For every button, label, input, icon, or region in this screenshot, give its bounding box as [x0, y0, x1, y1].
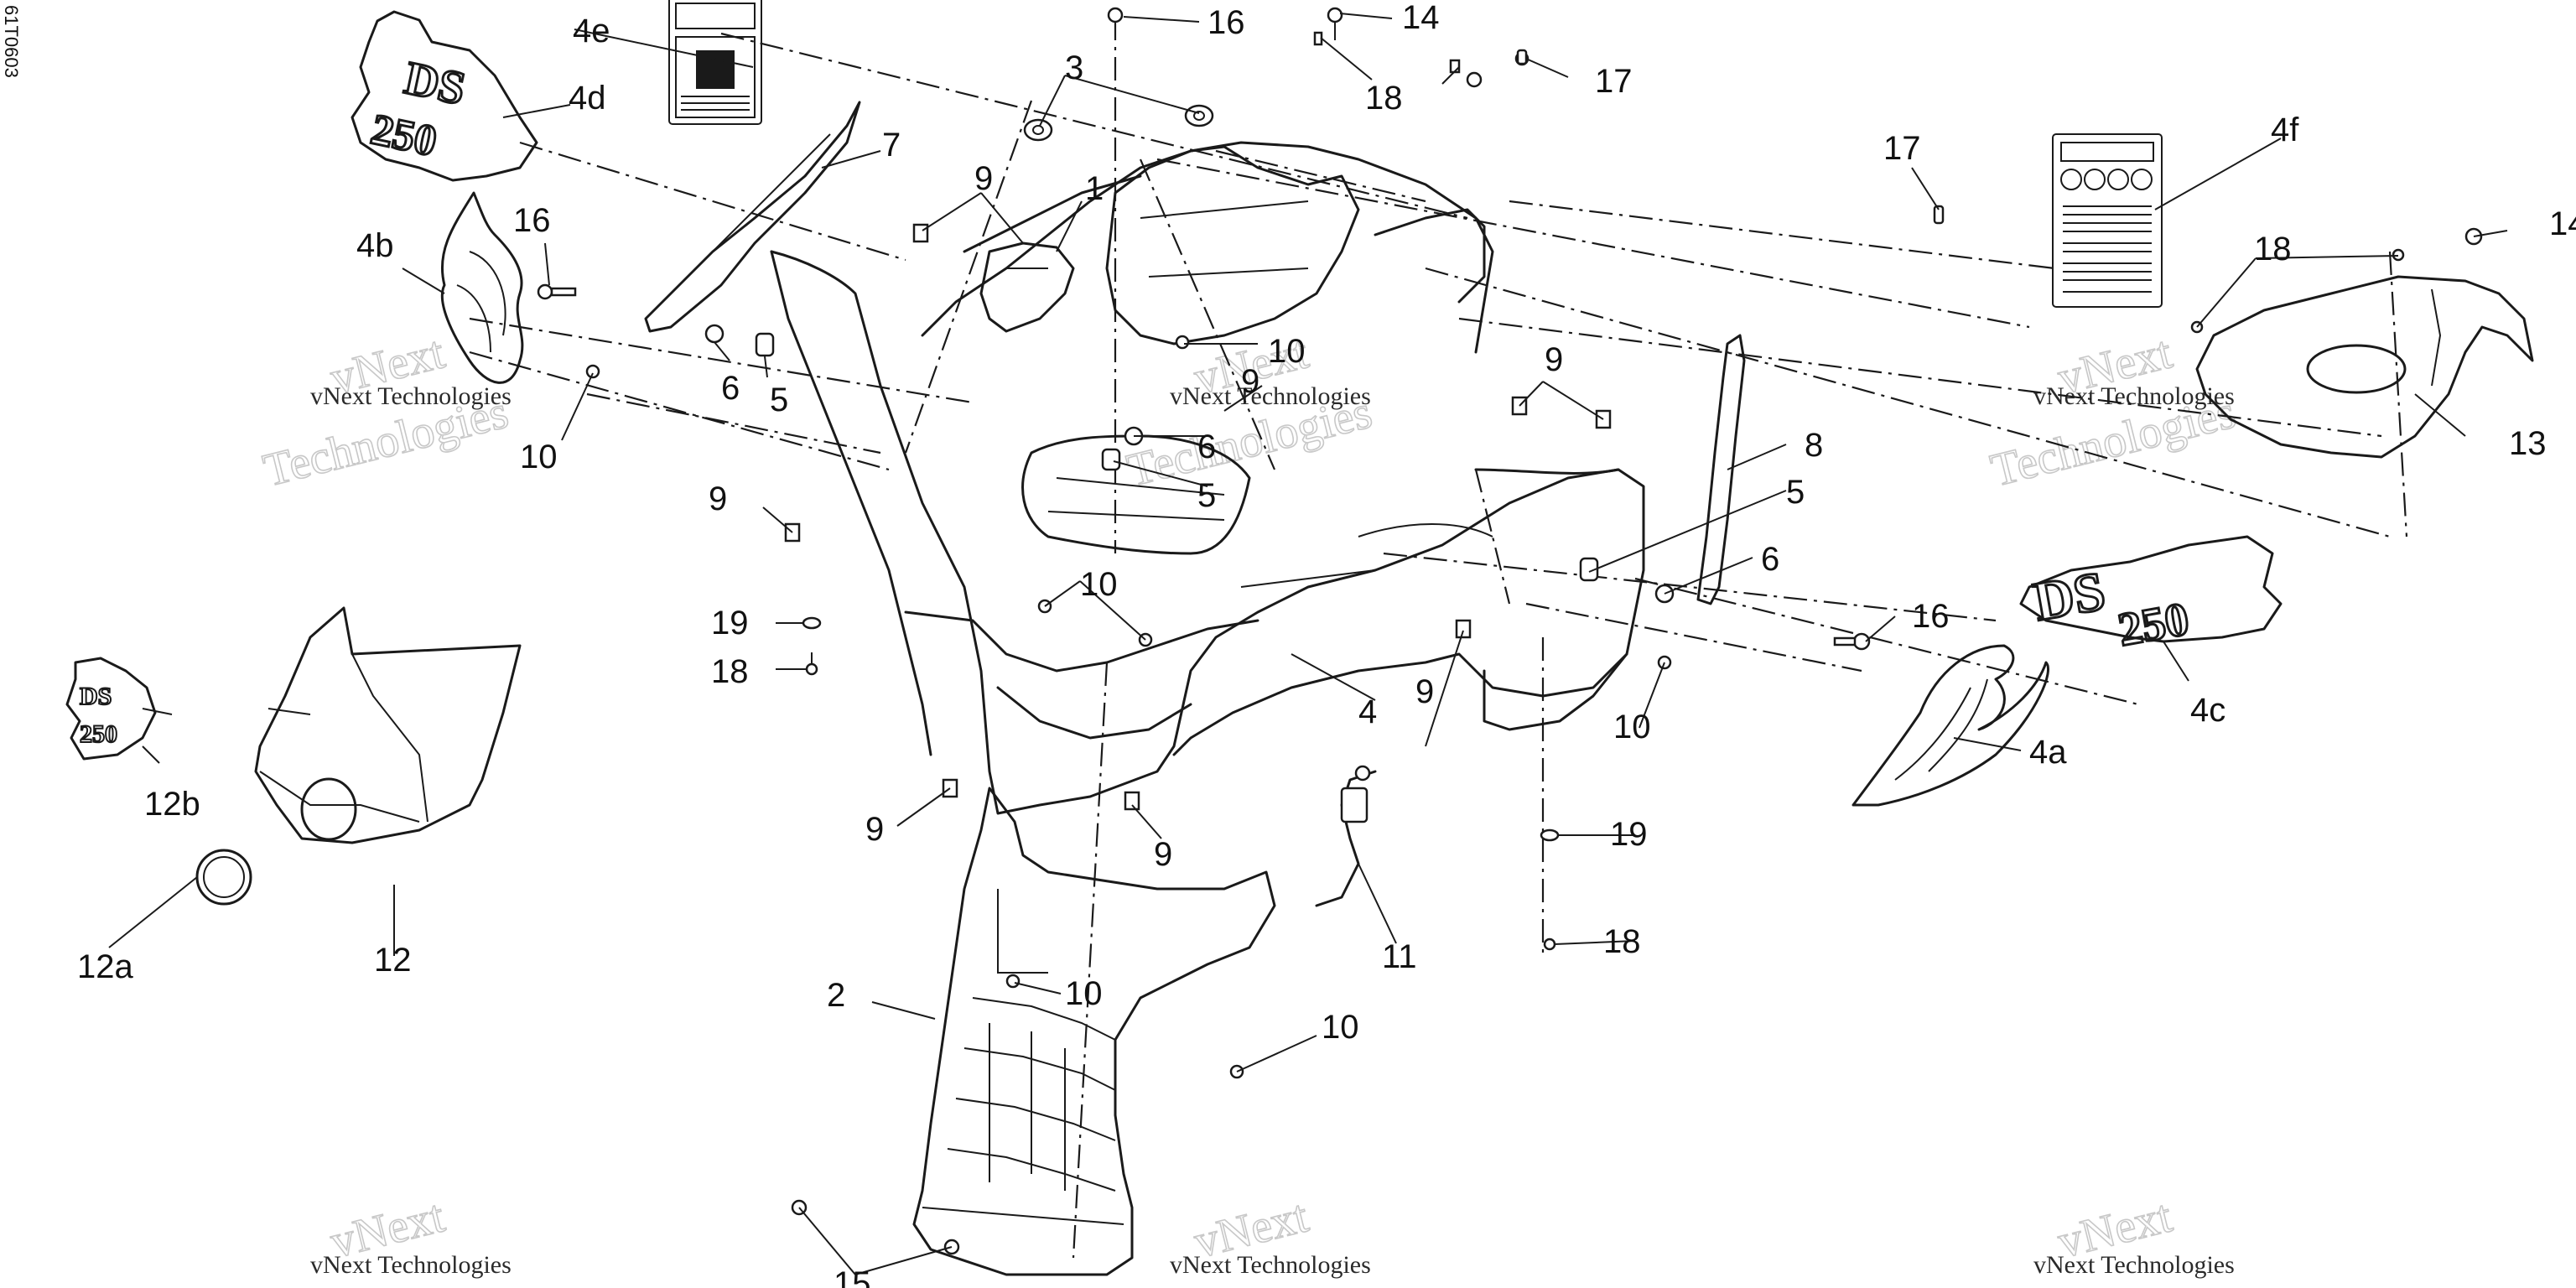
- callout: 9: [1415, 673, 1434, 710]
- callout: 8: [1805, 427, 1823, 464]
- callout: 18: [1603, 923, 1641, 960]
- decal-4a: [1852, 644, 2049, 807]
- watermark-text: vNext Technologies: [1170, 382, 1371, 410]
- callout: 4: [1358, 693, 1377, 730]
- watermark-text: vNext Technologies: [2033, 1251, 2235, 1279]
- watermark-text: vNext Technologies: [1170, 1251, 1371, 1279]
- callout: 4e: [573, 13, 610, 49]
- connector-11: [1315, 765, 1377, 907]
- callout: 6: [1197, 428, 1216, 465]
- watermark-text: vNext Technologies: [310, 1251, 512, 1279]
- alignment-lines: [469, 17, 2408, 1259]
- headlight-housing-12: [254, 606, 522, 844]
- callout: 9: [974, 160, 993, 197]
- callout: 6: [1761, 541, 1779, 578]
- decal-250-text: 250: [80, 720, 117, 748]
- callout: 1: [1085, 170, 1104, 207]
- callout: 10: [1322, 1009, 1359, 1046]
- callout: 11: [1382, 938, 1417, 975]
- callout: 4f: [2271, 112, 2299, 148]
- leader-lines: [108, 13, 2508, 1275]
- callout: 13: [2509, 425, 2547, 462]
- warning-label-4f: [2052, 133, 2163, 308]
- callout: 9: [1545, 341, 1563, 378]
- callout: 19: [1610, 816, 1648, 853]
- callout: 12b: [144, 786, 200, 823]
- callout: 4a: [2029, 734, 2067, 771]
- decal-250-text: 250: [367, 106, 441, 166]
- callout: 12a: [77, 948, 133, 985]
- callout: 10: [1080, 566, 1118, 603]
- decal-4c: DS 250: [2019, 535, 2283, 657]
- callout: 9: [1241, 363, 1259, 400]
- decal-4b: [440, 191, 524, 384]
- callout: 10: [520, 439, 558, 475]
- callout: 17: [1883, 130, 1921, 167]
- callout: 9: [865, 811, 884, 848]
- decal-ds-text: DS: [400, 52, 470, 116]
- callout: 9: [709, 480, 727, 517]
- callout: 9: [1154, 836, 1172, 873]
- callout: 4c: [2190, 692, 2225, 729]
- side-panel-7: [644, 101, 861, 333]
- callout: 16: [1912, 598, 1950, 635]
- callout: 10: [1613, 709, 1651, 745]
- decal-ds-text: DS: [80, 683, 112, 710]
- callout: 3: [1065, 49, 1083, 86]
- callout: 4b: [356, 227, 394, 264]
- callout: 12: [374, 942, 412, 979]
- callout: 10: [1268, 333, 1306, 370]
- callouts: 4e 16 14 3 18 17 4d 7 9 1 4b 16 6 5 10 1…: [77, 0, 2576, 1288]
- callout: 5: [1197, 477, 1216, 514]
- callout: 7: [882, 127, 901, 164]
- callout: 2: [827, 977, 845, 1014]
- side-panel-13: [2195, 275, 2534, 459]
- callout: 18: [1365, 80, 1403, 117]
- decal-12b: DS 250: [65, 657, 157, 761]
- callout: 18: [2254, 231, 2292, 267]
- center-panel-1: [979, 145, 1360, 345]
- callout: 19: [711, 605, 749, 641]
- support-bracket-8: [1696, 334, 1746, 605]
- front-fender-4: [770, 141, 1645, 815]
- decal-ds-text: DS: [2029, 560, 2110, 633]
- callout: 16: [1208, 4, 1245, 41]
- watermark-text: vNext Technologies: [310, 382, 512, 410]
- warning-label-4e: [668, 0, 762, 125]
- callout: 5: [1786, 474, 1805, 511]
- callout: 15: [834, 1265, 871, 1288]
- drawing-code: 61T0603: [1, 5, 22, 78]
- decal-4d: DS 250: [351, 10, 538, 182]
- lower-nose-2: [912, 787, 1276, 1276]
- callout: 14: [1402, 0, 1440, 36]
- callout: 17: [1595, 63, 1633, 100]
- callout: 5: [770, 382, 788, 418]
- decal-250-text: 250: [2114, 593, 2192, 657]
- decal-12a: [195, 849, 252, 906]
- callout: 4d: [569, 80, 606, 117]
- callout: 16: [513, 202, 551, 239]
- callout: 10: [1065, 975, 1103, 1012]
- callout: 6: [721, 370, 740, 407]
- callout: 18: [711, 653, 749, 690]
- callout: 14: [2549, 205, 2576, 242]
